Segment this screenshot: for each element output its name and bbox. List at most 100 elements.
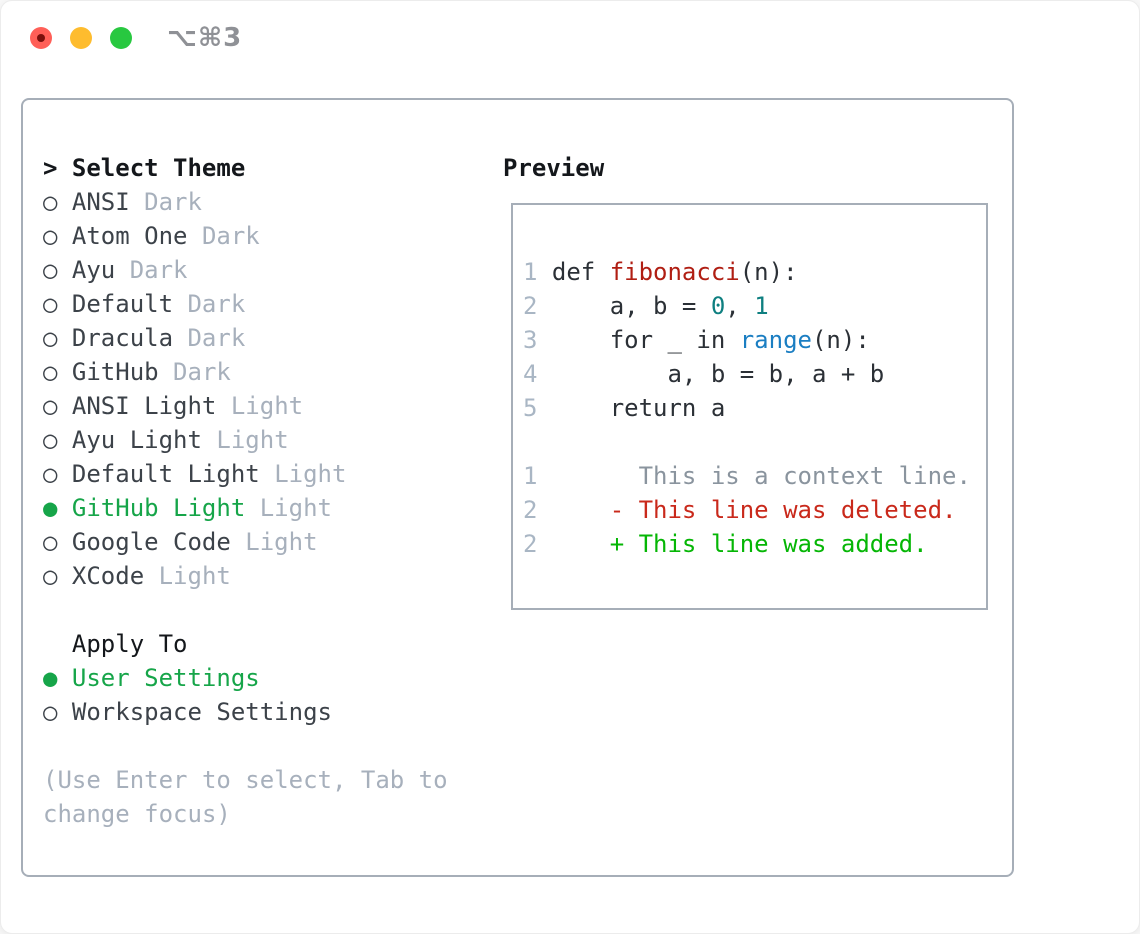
radio-unselected-icon: ○: [43, 290, 58, 318]
theme-option-github[interactable]: ○ GitHub Dark: [43, 355, 346, 389]
line-number: 2: [523, 292, 538, 320]
theme-name: Default: [71, 290, 188, 318]
code-token: - This line was deleted.: [551, 496, 957, 524]
theme-option-atom-one[interactable]: ○ Atom One Dark: [43, 219, 346, 253]
minimize-button[interactable]: [70, 27, 92, 49]
radio-unselected-icon: ○: [43, 222, 58, 250]
apply-option-label: User Settings: [71, 664, 260, 692]
theme-option-ayu-light[interactable]: ○ Ayu Light Light: [43, 423, 346, 457]
theme-variant: Light: [216, 426, 289, 454]
hint-line-1: (Use Enter to select, Tab to: [43, 766, 448, 794]
code-token: 1: [754, 292, 769, 320]
theme-name: Ayu Light: [71, 426, 217, 454]
code-token: for _ in: [551, 326, 740, 354]
theme-variant: Dark: [187, 324, 246, 352]
apply-to-header: Apply To: [71, 630, 188, 658]
radio-selected-icon: ●: [43, 664, 58, 692]
radio-unselected-icon: ○: [43, 562, 58, 590]
preview-line-context: 1 This is a context line.: [523, 459, 971, 493]
preview-header: Preview: [503, 154, 605, 182]
theme-list-section: >Select Theme ○ANSI Dark○Atom One Dark○A…: [43, 151, 346, 593]
theme-picker-panel: >Select Theme ○ANSI Dark○Atom One Dark○A…: [21, 98, 1014, 877]
theme-name: GitHub: [71, 358, 174, 386]
preview-line-code: 4 a, b = b, a + b: [523, 357, 971, 391]
line-number: 4: [523, 360, 538, 388]
radio-unselected-icon: ○: [43, 188, 58, 216]
theme-option-ayu[interactable]: ○Ayu Dark: [43, 253, 346, 287]
theme-option-xcode[interactable]: ○ XCode Light: [43, 559, 346, 593]
titlebar: ⌥⌘3: [1, 1, 1139, 75]
theme-name: GitHub Light: [71, 494, 260, 522]
radio-unselected-icon: ○: [43, 324, 58, 352]
line-number: 2: [523, 496, 538, 524]
code-token: ,: [725, 292, 755, 320]
line-number: 1: [523, 258, 538, 286]
theme-name: ANSI: [71, 188, 145, 216]
theme-option-ansi[interactable]: ○ ANSI Dark: [43, 185, 346, 219]
theme-name: Dracula: [71, 324, 188, 352]
theme-variant: Dark: [187, 290, 246, 318]
radio-unselected-icon: ○: [43, 528, 58, 556]
code-token: fibonacci: [609, 258, 740, 286]
hint-line-2: change focus): [43, 800, 231, 828]
theme-variant: Dark: [129, 256, 188, 284]
theme-option-dracula[interactable]: ○ Dracula Dark: [43, 321, 346, 355]
preview-line-code: 5 return a: [523, 391, 971, 425]
code-token: (n):: [811, 326, 870, 354]
theme-option-default-light[interactable]: ○ Default Light Light: [43, 457, 346, 491]
theme-name: Google Code: [71, 528, 246, 556]
traffic-lights: [30, 27, 132, 49]
select-theme-header: > Select Theme: [43, 151, 346, 185]
radio-selected-icon: ●: [43, 494, 58, 522]
code-token: def: [551, 258, 610, 286]
line-number: 3: [523, 326, 538, 354]
theme-name: ANSI Light: [71, 392, 231, 420]
window-title: ⌥⌘3: [167, 23, 243, 53]
theme-variant: Dark: [201, 222, 260, 250]
line-number: 1: [523, 462, 538, 490]
theme-name: XCode: [71, 562, 159, 590]
code-token: + This line was added.: [551, 530, 928, 558]
theme-variant: Light: [259, 494, 332, 522]
code-token: return a: [551, 394, 726, 422]
radio-unselected-icon: ○: [43, 358, 58, 386]
select-theme-title: Select Theme: [71, 154, 246, 182]
theme-variant: Light: [158, 562, 231, 590]
theme-option-default[interactable]: ○ Default Dark: [43, 287, 346, 321]
theme-variant: Light: [274, 460, 347, 488]
theme-name: Default Light: [71, 460, 275, 488]
code-token: 0: [710, 292, 726, 320]
radio-unselected-icon: ○: [43, 460, 58, 488]
apply-to-list: ● User Settings ○Workspace Settings: [43, 661, 332, 729]
apply-option-user-settings[interactable]: ● User Settings: [43, 661, 332, 695]
theme-option-ansi-light[interactable]: ○ANSI Light Light: [43, 389, 346, 423]
radio-unselected-icon: ○: [43, 392, 58, 420]
theme-name: Ayu: [71, 256, 130, 284]
theme-option-google-code[interactable]: ○ Google Code Light: [43, 525, 346, 559]
zoom-button[interactable]: [110, 27, 132, 49]
code-token: a, b = b, a + b: [551, 360, 885, 388]
theme-option-github-light[interactable]: ● GitHub Light Light: [43, 491, 346, 525]
code-token: range: [739, 326, 812, 354]
theme-variant: Light: [245, 528, 318, 556]
preview-line-blank: [523, 425, 971, 459]
prompt-icon: >: [43, 154, 58, 182]
radio-unselected-icon: ○: [43, 426, 58, 454]
theme-name: Atom One: [71, 222, 202, 250]
theme-list: ○ANSI Dark○Atom One Dark○Ayu Dark○Defaul…: [43, 185, 346, 593]
theme-variant: Dark: [144, 188, 202, 216]
apply-option-label: Workspace Settings: [71, 698, 332, 726]
code-token: This is a context line.: [551, 462, 971, 490]
line-number: 2: [523, 530, 538, 558]
preview-line-code: 2 a, b = 0, 1: [523, 289, 971, 323]
preview-line-deleted: 2 - This line was deleted.: [523, 493, 971, 527]
apply-option-workspace-settings[interactable]: ○Workspace Settings: [43, 695, 332, 729]
line-number: 5: [523, 394, 538, 422]
theme-variant: Dark: [173, 358, 231, 386]
close-button[interactable]: [30, 27, 52, 49]
preview-line-code: 1 def fibonacci(n):: [523, 255, 971, 289]
code-token: (n):: [739, 258, 798, 286]
